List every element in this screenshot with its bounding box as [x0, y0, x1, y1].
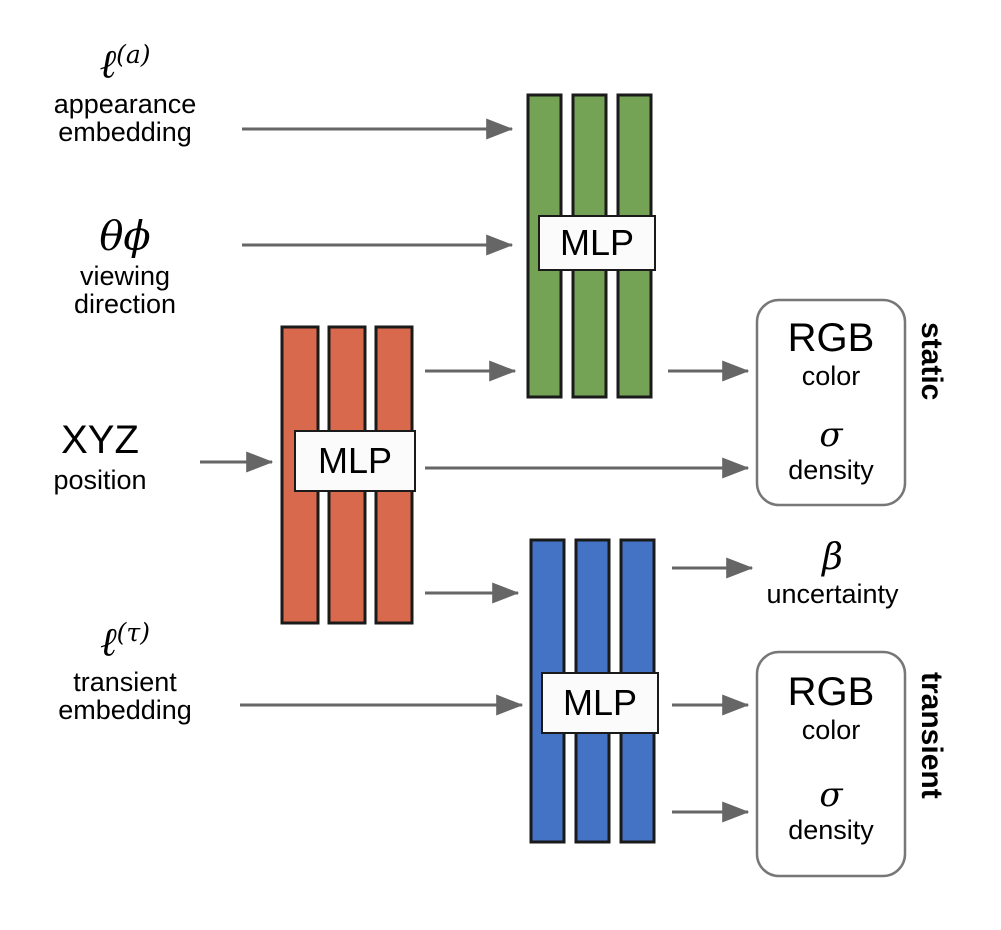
transient-sigma-label: σ [819, 775, 843, 815]
static-output-box [755, 298, 907, 507]
transient-caption-line2: embedding [58, 695, 192, 726]
arrow-group [200, 118, 754, 823]
transient-rgb-caption: color [801, 714, 861, 745]
transient-output-sigma: σ density [757, 778, 905, 844]
static-output-sigma: σ density [757, 418, 905, 484]
static-mlp-label-box[interactable]: MLP [538, 215, 656, 271]
static-sigma-label: σ [819, 415, 843, 455]
appearance-symbol: ℓ(a) [99, 40, 151, 88]
static-sigma-caption: density [788, 455, 874, 485]
transient-rgb-label: RGB [787, 670, 875, 714]
input-transient-embedding: ℓ(τ) transient embedding [20, 620, 230, 724]
transient-mlp-label-box[interactable]: MLP [541, 672, 659, 734]
branch-label-static: static [915, 322, 948, 401]
static-rgb-label: RGB [787, 316, 875, 360]
branch-label-transient: transient [915, 672, 948, 799]
transient-output-box [755, 650, 907, 878]
position-caption-line1: position [53, 464, 147, 495]
transient-caption-line1: transient [73, 667, 177, 698]
input-appearance-embedding: ℓ(a) appearance embedding [20, 42, 230, 146]
input-position: XYZ position [0, 418, 200, 495]
viewdir-caption-line2: direction [73, 289, 177, 320]
transient-sigma-caption: density [788, 815, 874, 845]
static-rgb-caption: color [801, 360, 861, 391]
beta-symbol: β [822, 537, 843, 578]
transient-symbol: ℓ(τ) [99, 618, 150, 666]
transient-mlp-label: MLP [562, 682, 638, 723]
appearance-caption-line1: appearance [53, 89, 197, 120]
xyz-symbol: XYZ [61, 418, 139, 462]
transient-output-rgb: RGB color [757, 670, 905, 745]
viewdir-caption-line1: viewing [79, 261, 171, 292]
position-mlp-label-box[interactable]: MLP [294, 430, 416, 492]
static-mlp-label: MLP [559, 222, 635, 263]
appearance-caption-line2: embedding [58, 117, 192, 148]
output-uncertainty: β uncertainty [740, 537, 925, 609]
uncertainty-caption: uncertainty [766, 579, 899, 609]
input-viewing-direction: θϕ viewing direction [20, 214, 230, 318]
position-mlp-label: MLP [317, 440, 393, 481]
viewdir-symbol: θϕ [99, 213, 151, 260]
static-output-rgb: RGB color [757, 316, 905, 391]
